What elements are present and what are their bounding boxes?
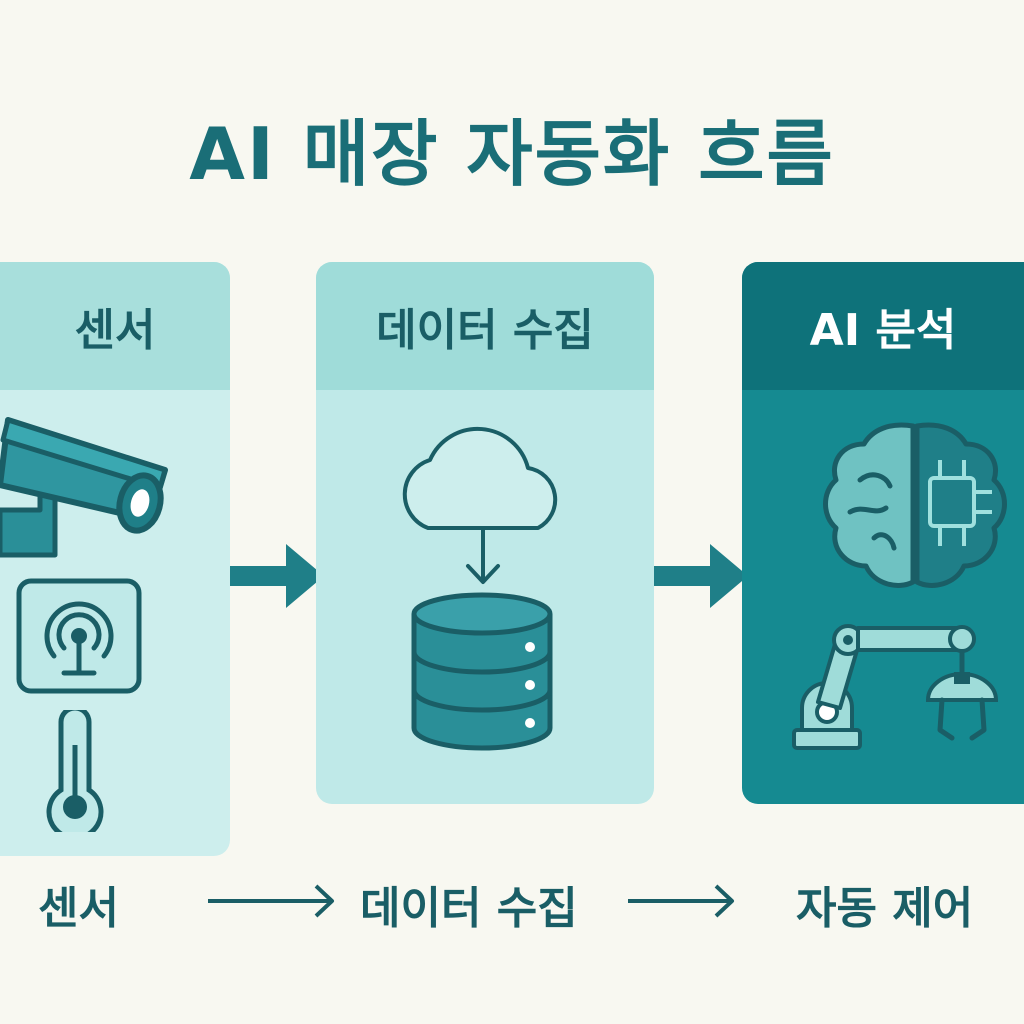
flow-line-arrow-2 [628, 884, 734, 918]
cctv-camera-icon [0, 417, 168, 558]
wireless-sensor-icon [16, 578, 142, 694]
sensor-panel-header: 센서 [0, 262, 230, 390]
brain-chip-icon [823, 422, 1007, 588]
data-collection-panel-header: 데이터 수집 [316, 262, 654, 390]
flow-step-sensor: 센서 [38, 883, 119, 934]
ai-analysis-panel-header: AI 분석 [742, 262, 1024, 390]
flow-arrow-1 [230, 544, 324, 608]
flow-step-data-collection: 데이터 수집 [360, 883, 578, 934]
flow-line-arrow-1 [208, 884, 334, 918]
cloud-icon [402, 426, 558, 584]
thermometer-icon [46, 710, 104, 832]
sensor-panel: 센서 [0, 262, 230, 856]
flow-arrow-2 [654, 544, 748, 608]
robot-arm-icon [792, 624, 999, 750]
page-title: AI 매장 자동화 흐름 [189, 112, 835, 196]
flow-step-auto-control: 자동 제어 [796, 883, 974, 934]
database-icon [411, 592, 553, 751]
